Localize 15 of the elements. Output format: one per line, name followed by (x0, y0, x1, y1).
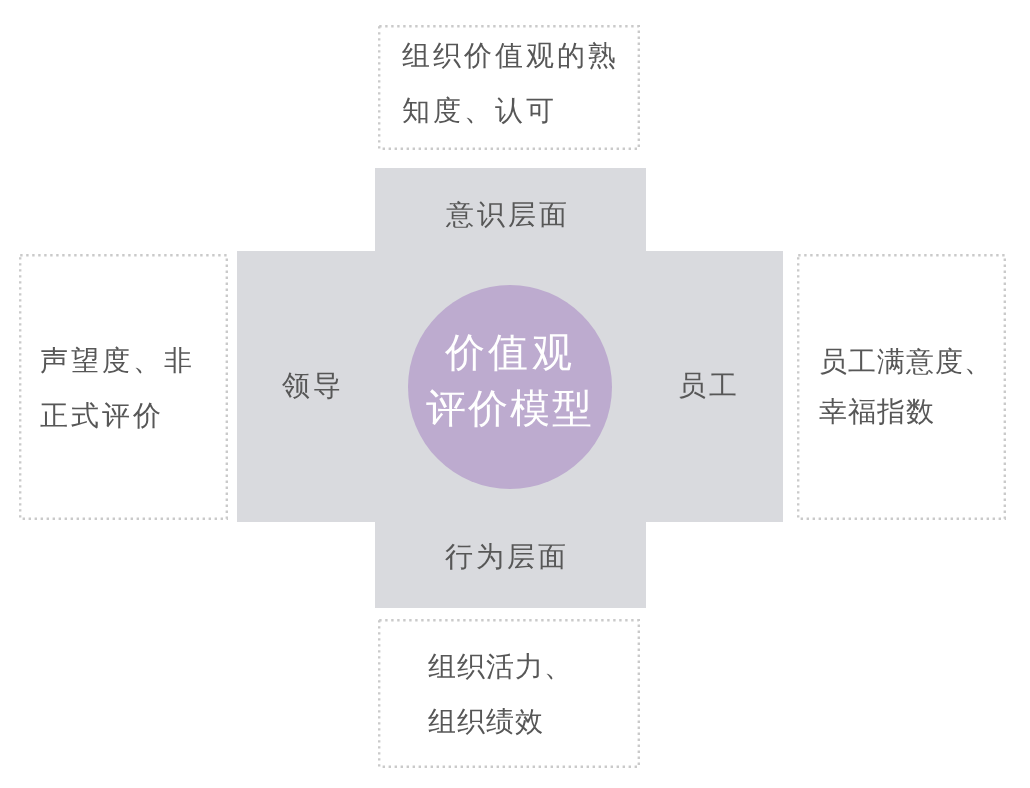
note-box (378, 25, 640, 150)
model-circle (408, 285, 612, 489)
note-box (797, 254, 1006, 520)
cross-shape (237, 168, 783, 608)
note-text: 组织价值观的熟知度、认可 (402, 38, 620, 129)
note-text: 声望度、非正式评价 (40, 343, 196, 434)
note-text: 组织活力、组织绩效 (428, 649, 574, 740)
arm-label: 员工 (678, 369, 740, 403)
arm-label: 领导 (282, 369, 344, 403)
circle-label: 价值观评价模型 (425, 328, 595, 433)
note-box (19, 254, 228, 520)
arm-label: 意识层面 (446, 198, 570, 232)
note-box (378, 619, 640, 768)
arm-label: 行为层面 (445, 540, 569, 574)
note-text: 员工满意度、幸福指数 (819, 344, 994, 430)
